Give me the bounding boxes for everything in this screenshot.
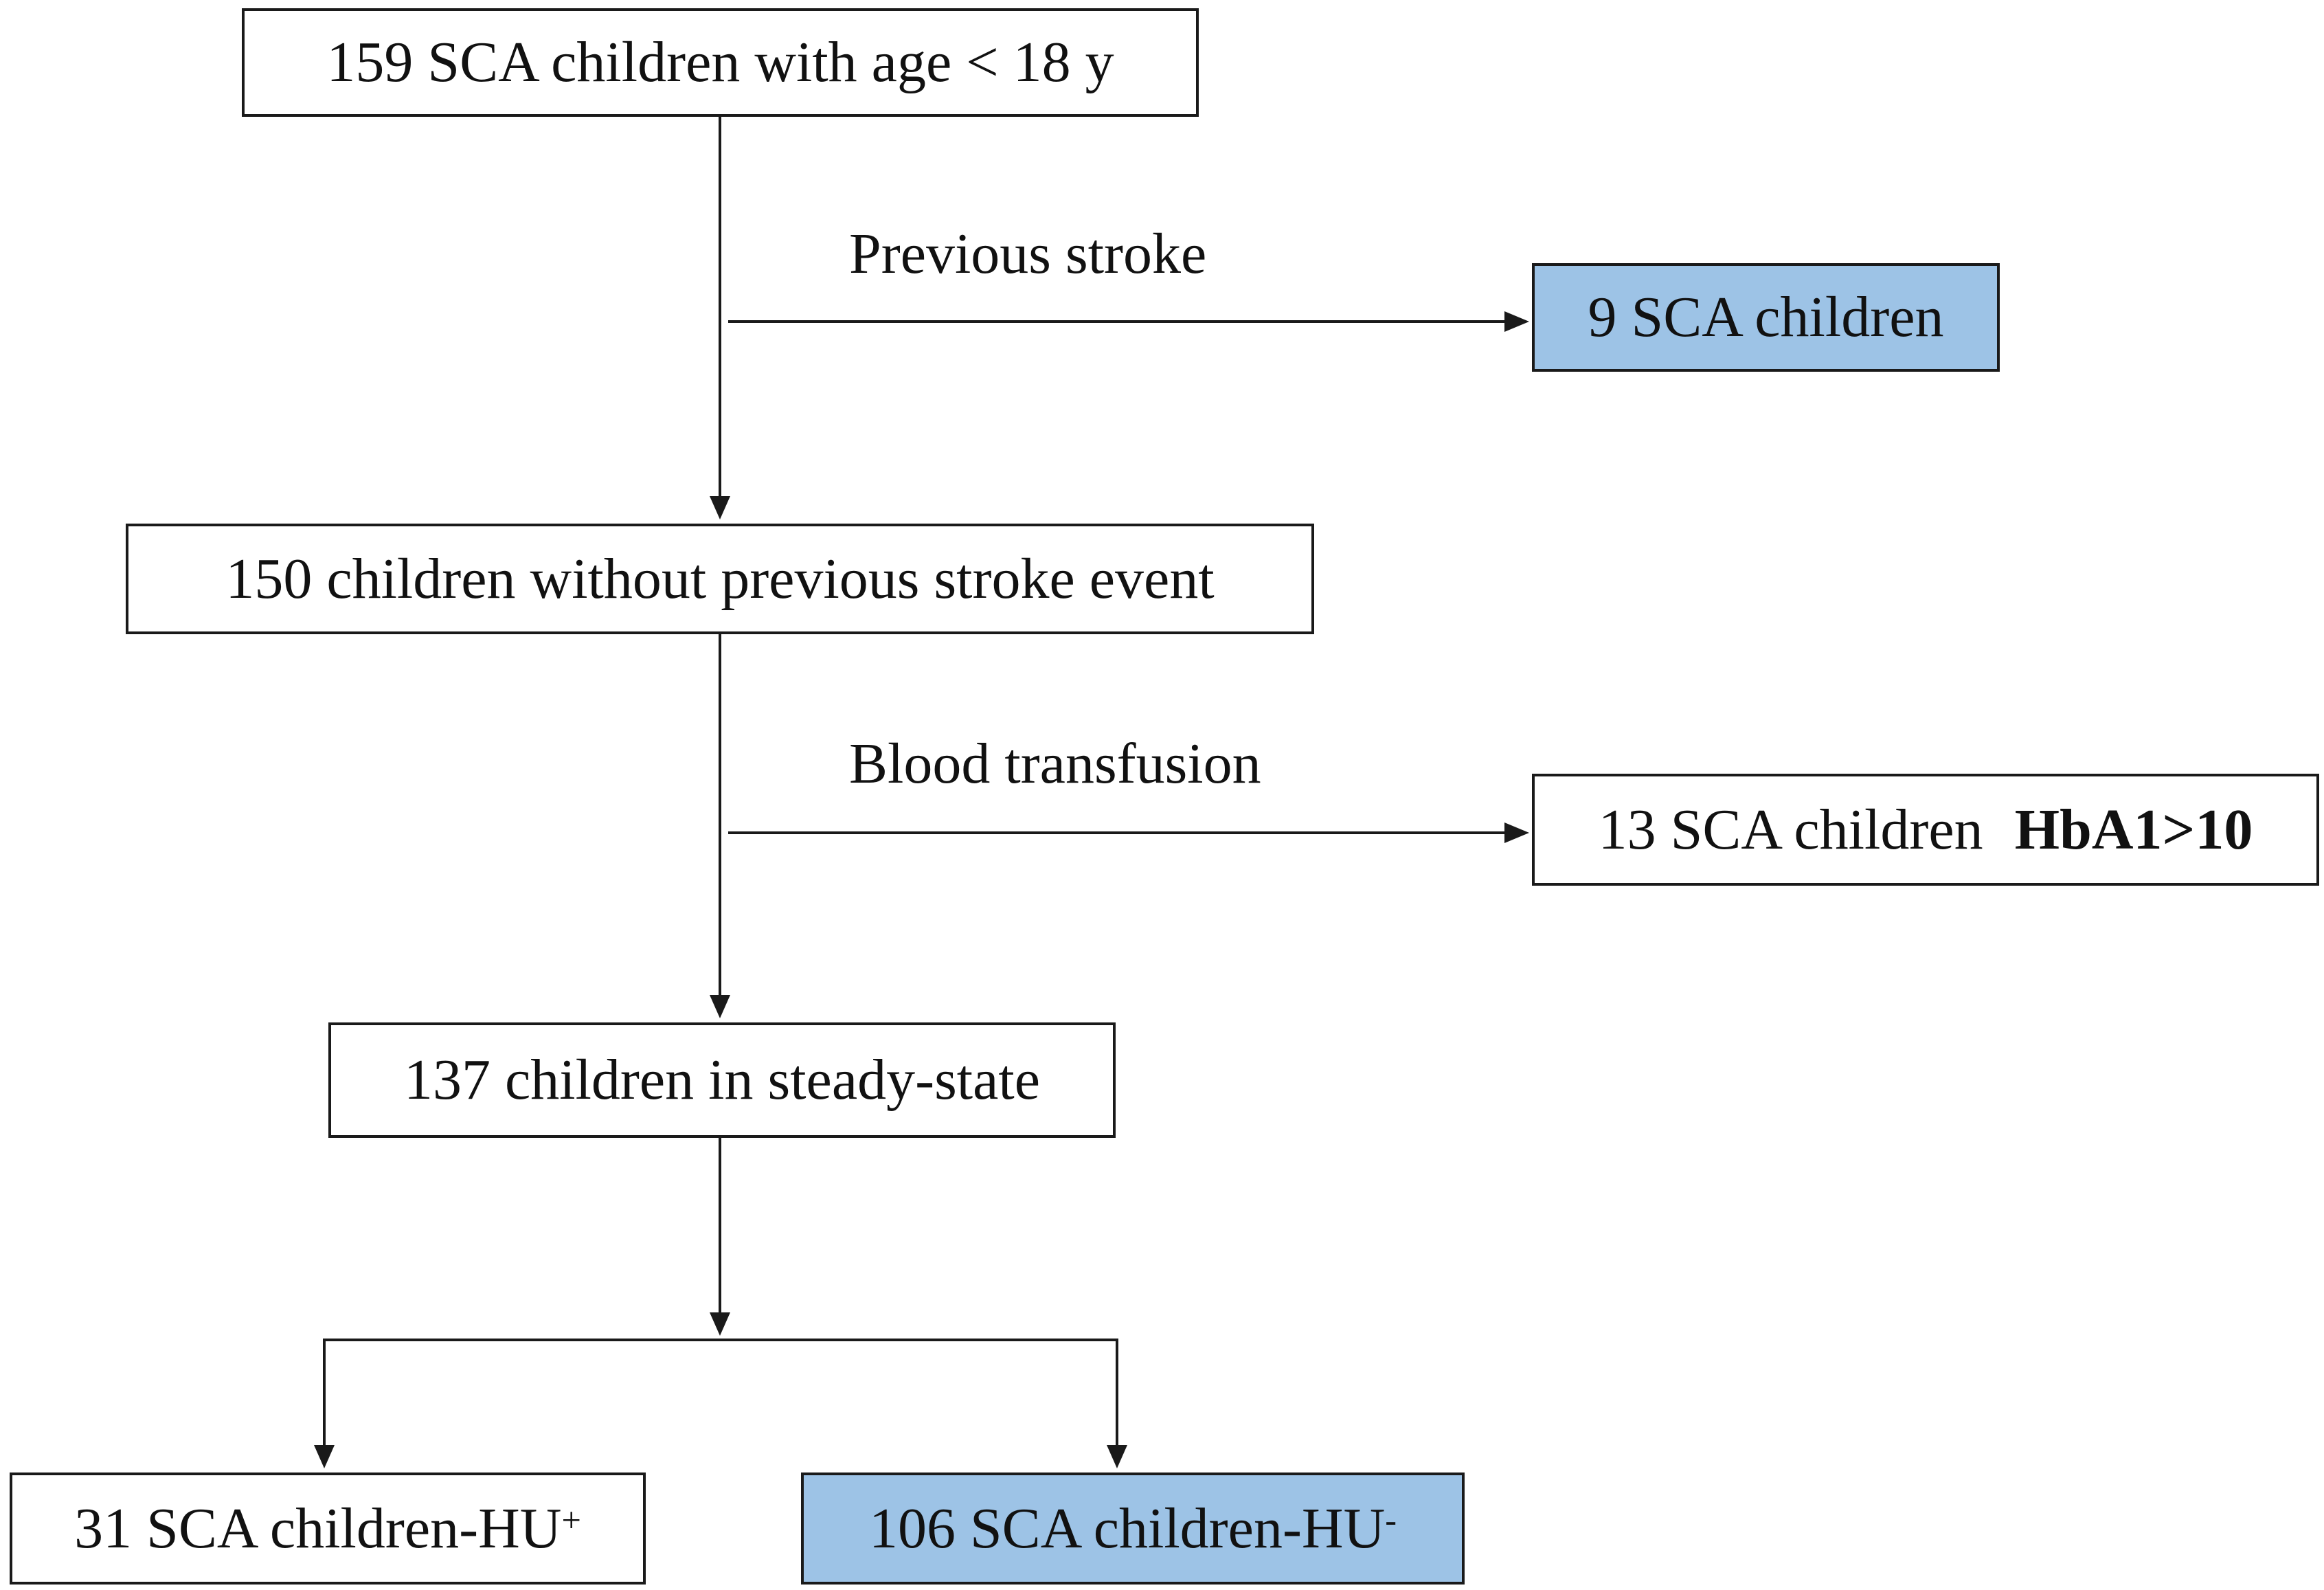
box-without-stroke-text: 150 children without previous stroke eve… bbox=[225, 546, 1215, 611]
arrowhead-no-stroke bbox=[710, 496, 730, 519]
arrowhead-transfusion bbox=[1504, 822, 1529, 843]
box-excluded-transfusion-text: 13 SCA children bbox=[1598, 797, 1983, 862]
box-excluded-transfusion-criterion: HbA1>10 bbox=[2014, 797, 2253, 862]
label-previous-stroke: Previous stroke bbox=[849, 222, 1207, 286]
arrowhead-prev-stroke bbox=[1504, 311, 1529, 332]
box-excluded-previous-stroke: 9 SCA children bbox=[1532, 263, 2000, 372]
box-all-sca-children: 159 SCA children with age < 18 y bbox=[242, 8, 1199, 117]
box-hu-positive-text: 31 SCA children-HU bbox=[74, 1496, 562, 1560]
box-hu-negative-text: 106 SCA children-HU bbox=[868, 1496, 1386, 1560]
label-blood-transfusion: Blood transfusion bbox=[849, 732, 1261, 796]
arrowhead-hu-neg bbox=[1107, 1445, 1127, 1468]
box-without-stroke: 150 children without previous stroke eve… bbox=[126, 524, 1314, 634]
box-hu-negative: 106 SCA children-HU- bbox=[801, 1473, 1465, 1585]
arrowhead-steady bbox=[710, 995, 730, 1018]
box-hu-positive: 31 SCA children-HU+ bbox=[10, 1473, 646, 1585]
arrowhead-split bbox=[710, 1312, 730, 1336]
box-steady-state: 137 children in steady-state bbox=[328, 1022, 1116, 1138]
box-hu-positive-sup: + bbox=[561, 1500, 581, 1539]
box-excluded-transfusion: 13 SCA children HbA1>10 bbox=[1532, 774, 2319, 886]
box-excluded-previous-stroke-text: 9 SCA children bbox=[1588, 285, 1944, 349]
box-steady-state-text: 137 children in steady-state bbox=[403, 1048, 1041, 1112]
box-all-sca-children-text: 159 SCA children with age < 18 y bbox=[326, 30, 1114, 94]
arrowhead-hu-pos bbox=[314, 1445, 335, 1468]
box-hu-negative-sup: - bbox=[1385, 1500, 1397, 1539]
